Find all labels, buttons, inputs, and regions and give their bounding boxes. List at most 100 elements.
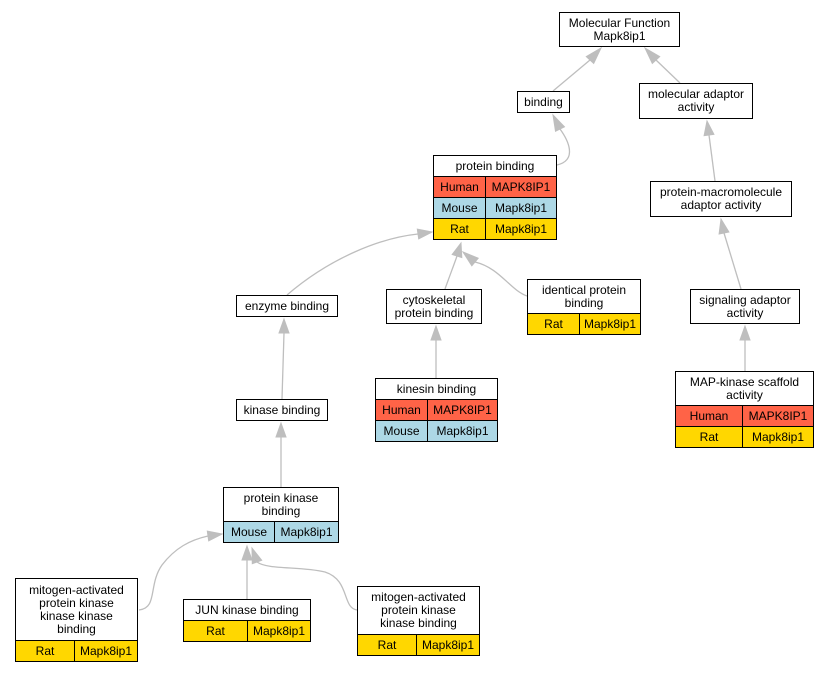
species-name: Rat <box>184 621 248 641</box>
gene-symbol: Mapk8ip1 <box>421 638 475 652</box>
species-name: Rat <box>528 314 580 334</box>
node-enzyme-binding: enzyme binding <box>236 295 338 317</box>
species-name: Mouse <box>434 198 486 218</box>
gene-symbol: Mapk8ip1 <box>751 430 805 444</box>
node-label: protein binding <box>455 158 535 173</box>
edge-protein-kinase-to-kinase <box>275 421 287 487</box>
edge-line <box>138 535 209 611</box>
gene-symbol: MAPK8IP1 <box>748 409 808 423</box>
species-name: Human <box>376 400 428 420</box>
edge-jun-to-protein-kinase <box>241 544 253 599</box>
gene-symbol: Mapk8ip1 <box>280 525 333 539</box>
species-name: Rat <box>676 427 743 447</box>
node-label: kinesin binding <box>396 381 477 396</box>
edge-line <box>552 59 591 92</box>
gene-symbol: Mapk8ip1 <box>252 624 306 638</box>
gene-symbol: Mapk8ip1 <box>583 317 637 331</box>
species-row-human: Human MAPK8IP1 <box>676 405 813 426</box>
edge-line <box>655 59 681 84</box>
edge-line <box>286 233 419 296</box>
node-label: binding <box>524 94 563 109</box>
edge-line <box>474 261 528 297</box>
gene-symbol: Mapk8ip1 <box>494 201 548 215</box>
edge-adaptor-to-molecular-function <box>643 46 681 84</box>
arrowhead-icon <box>278 317 290 334</box>
node-label: JUN kinase binding <box>195 602 299 617</box>
edge-mapkk-to-protein-kinase <box>251 546 358 611</box>
species-name: Rat <box>16 641 75 661</box>
edge-mapkkk-to-protein-kinase <box>138 530 224 611</box>
edge-line <box>256 561 358 611</box>
edge-line <box>723 232 742 290</box>
edge-map-scaffold-to-signaling <box>739 324 751 371</box>
species-row-human: Human MAPK8IP1 <box>376 399 497 420</box>
species-name: Mouse <box>376 421 428 441</box>
species-row-rat: Rat Mapk8ip1 <box>434 218 556 239</box>
node-label: kinase binding <box>243 402 321 417</box>
arrowhead-icon <box>206 530 224 542</box>
species-name: Rat <box>434 219 486 239</box>
arrowhead-icon <box>416 228 434 240</box>
edge-pmaa-to-adaptor <box>703 119 716 182</box>
edge-kinase-to-enzyme <box>278 317 290 400</box>
species-name: Rat <box>358 635 417 655</box>
edge-enzyme-to-protein-binding <box>286 228 434 296</box>
species-row-mouse: Mouse Mapk8ip1 <box>434 197 556 218</box>
species-row-rat: Rat Mapk8ip1 <box>358 634 479 655</box>
arrowhead-icon <box>251 546 263 565</box>
species-row-rat: Rat Mapk8ip1 <box>184 620 310 641</box>
edge-signaling-to-pmaa <box>718 217 742 290</box>
gene-symbol: Mapk8ip1 <box>79 644 133 658</box>
node-binding: binding <box>517 91 570 113</box>
arrowhead-icon <box>241 544 253 561</box>
edge-binding-to-molecular-function <box>552 46 603 92</box>
species-row-rat: Rat Mapk8ip1 <box>676 426 813 447</box>
edge-line <box>556 128 571 166</box>
species-row-mouse: Mouse Mapk8ip1 <box>376 420 497 441</box>
gene-symbol: Mapk8ip1 <box>436 424 489 438</box>
edge-protein-binding-to-binding <box>552 113 571 166</box>
edge-kinesin-to-cytoskeletal <box>430 324 442 378</box>
species-row-human: Human MAPK8IP1 <box>434 176 556 197</box>
arrowhead-icon <box>718 217 730 235</box>
edge-line <box>444 255 458 290</box>
gene-symbol: Mapk8ip1 <box>494 222 548 236</box>
edge-identical-to-protein-binding <box>461 250 528 297</box>
node-label: enzyme binding <box>244 298 330 313</box>
arrowhead-icon <box>430 324 442 341</box>
species-row-rat: Rat Mapk8ip1 <box>16 640 137 661</box>
edge-cytoskeletal-to-protein-binding <box>444 241 463 290</box>
species-name: Human <box>434 177 486 197</box>
species-name: Human <box>676 406 743 426</box>
arrowhead-icon <box>461 250 480 267</box>
arrowhead-icon <box>739 324 751 341</box>
arrowhead-icon <box>451 241 463 259</box>
gene-symbol: MAPK8IP1 <box>433 403 492 417</box>
gene-symbol: MAPK8IP1 <box>491 180 551 194</box>
edge-line <box>708 134 716 182</box>
